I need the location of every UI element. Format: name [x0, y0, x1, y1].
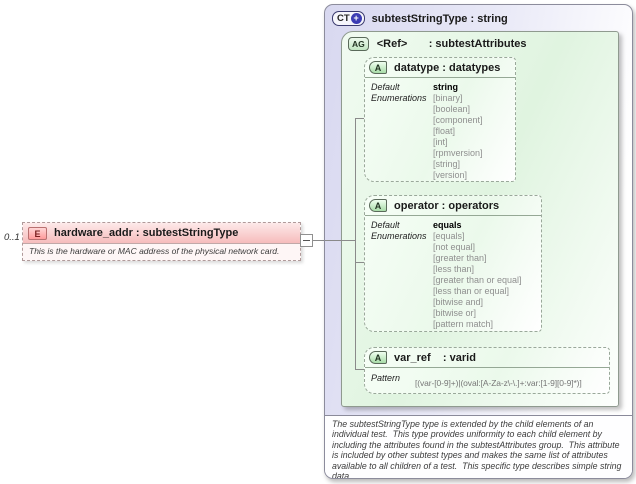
attribute-facets: Default Enumerations equals [equals][not… [365, 216, 541, 330]
facet-label-column: Pattern [371, 373, 415, 391]
facet-label-enumerations: Enumerations [371, 93, 427, 103]
attribute-facets: Pattern [(var-[0-9]+)|(oval:[A-Za-z\-\.]… [365, 368, 609, 391]
attribute-header: A operator : operators [365, 196, 541, 216]
enumeration-value: [bitwise and] [433, 297, 484, 307]
complex-type-title: subtestStringType : string [371, 12, 508, 25]
enumeration-value: [binary] [433, 93, 463, 103]
attribute-title: operator : operators [394, 199, 500, 212]
facet-pattern-value: [(var-[0-9]+)|(oval:[A-Za-z\-\.]+:var:[1… [415, 378, 582, 388]
connector-branch-var-ref [355, 369, 364, 370]
connector-branch-datatype [355, 118, 364, 119]
enumeration-value: [component] [433, 115, 483, 125]
enumeration-value: [equals] [433, 231, 465, 241]
connector-inbound [325, 240, 355, 241]
enumeration-list: [equals][not equal][greater than][less t… [433, 231, 541, 330]
element-icon: E [28, 226, 47, 240]
enumeration-list: [binary][boolean][component][float][int]… [433, 93, 515, 181]
minus-icon [303, 240, 310, 241]
facet-label-pattern: Pattern [371, 373, 401, 383]
attribute-title: datatype : datatypes [394, 61, 501, 74]
enumeration-value: [greater than or equal] [433, 275, 522, 285]
element-header: E hardware_addr : subtestStringType [23, 223, 300, 244]
facet-default-value: equals [433, 220, 462, 230]
attribute-icon: A [369, 199, 387, 212]
facet-value-column: [(var-[0-9]+)|(oval:[A-Za-z\-\.]+:var:[1… [415, 373, 609, 391]
enumeration-value: [bitwise or] [433, 308, 477, 318]
attribute-group-title: <Ref> : subtestAttributes [376, 38, 527, 50]
enumeration-value: [version] [433, 170, 468, 180]
attribute-group-box[interactable]: AG <Ref> : subtestAttributes A datatype … [341, 31, 619, 407]
complex-type-box[interactable]: CT+ subtestStringType : string AG <Ref> … [324, 4, 633, 479]
attribute-header: A datatype : datatypes [365, 58, 515, 78]
attribute-var-ref[interactable]: A var_ref : varid Pattern [(var-[0-9]+)|… [364, 347, 610, 394]
plus-icon: + [350, 13, 362, 24]
element-title: hardware_addr : subtestStringType [54, 227, 239, 239]
enumeration-value: [less than] [433, 264, 475, 274]
facet-label-column: Default Enumerations [371, 220, 433, 330]
facet-default-value: string [433, 82, 459, 92]
facet-label-default: Default [371, 82, 400, 92]
complex-type-header: CT+ subtestStringType : string [332, 11, 508, 26]
element-annotation: This is the hardware or MAC address of t… [29, 246, 280, 256]
attribute-operator[interactable]: A operator : operators Default Enumerati… [364, 195, 542, 332]
facet-label-enumerations: Enumerations [371, 231, 427, 241]
attribute-group-icon: AG [348, 37, 369, 51]
facet-label-default: Default [371, 220, 400, 230]
connector-element-to-type [313, 240, 324, 241]
enumeration-value: [string] [433, 159, 461, 169]
enumeration-value: [int] [433, 137, 448, 147]
enumeration-value: [greater than] [433, 253, 487, 263]
enumeration-value: [pattern match] [433, 319, 494, 329]
connector-trunk [355, 118, 356, 370]
facet-value-column: string [binary][boolean][component][floa… [433, 82, 515, 181]
documentation-text: The subtestStringType type is extended b… [332, 419, 624, 478]
enumeration-value: [rpmversion] [433, 148, 483, 158]
enumeration-value: [not equal] [433, 242, 476, 252]
enumeration-value: [boolean] [433, 104, 471, 114]
complex-type-icon-label: CT [337, 13, 350, 24]
element-hardware-addr[interactable]: E hardware_addr : subtestStringType This… [22, 222, 301, 261]
documentation-panel: The subtestStringType type is extended b… [325, 415, 632, 478]
attribute-icon: A [369, 351, 387, 364]
collapse-toggle[interactable] [300, 234, 313, 247]
attribute-group-header: AG <Ref> : subtestAttributes [348, 37, 527, 51]
attribute-datatype[interactable]: A datatype : datatypes Default Enumerati… [364, 57, 516, 182]
attribute-title: var_ref : varid [394, 351, 476, 364]
attribute-icon: A [369, 61, 387, 74]
enumeration-value: [float] [433, 126, 456, 136]
facet-label-column: Default Enumerations [371, 82, 433, 181]
connector-branch-operator [355, 262, 364, 263]
complex-type-icon: CT+ [332, 11, 365, 26]
attribute-facets: Default Enumerations string [binary][boo… [365, 78, 515, 181]
attribute-header: A var_ref : varid [365, 348, 609, 368]
cardinality-label: 0..1 [4, 232, 20, 243]
facet-value-column: equals [equals][not equal][greater than]… [433, 220, 541, 330]
enumeration-value: [less than or equal] [433, 286, 510, 296]
